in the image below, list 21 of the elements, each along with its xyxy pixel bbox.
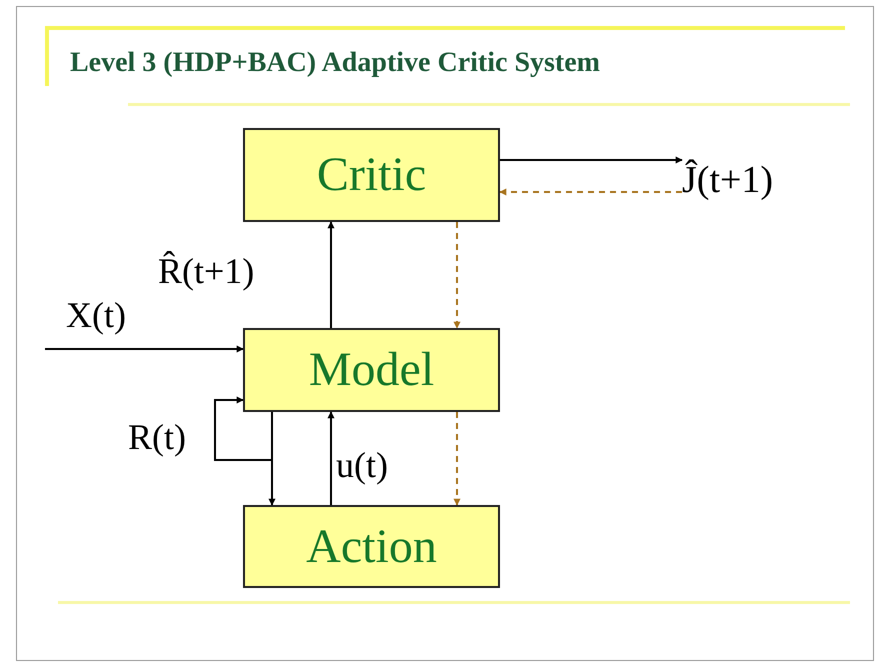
- edge-label: R̂(t+1): [158, 252, 254, 292]
- arrow: [328, 411, 334, 505]
- arrow: [499, 188, 682, 196]
- arrow: [328, 221, 334, 328]
- arrow: [454, 222, 460, 329]
- process-box: [243, 128, 500, 222]
- box-label: Model: [308, 346, 434, 394]
- arrow: [454, 412, 460, 506]
- process-box: [243, 505, 500, 588]
- arrow: [268, 412, 276, 506]
- edge-label: X(t): [66, 296, 126, 336]
- arrow: [45, 346, 244, 352]
- box-label: Critic: [316, 151, 426, 199]
- edge-label: u(t): [336, 446, 388, 486]
- title: Level 3 (HDP+BAC) Adaptive Critic System: [70, 46, 600, 80]
- output-label: Ĵ(t+1): [682, 161, 774, 199]
- process-box: [243, 328, 500, 412]
- box-label: Action: [306, 522, 437, 570]
- arrow: [500, 156, 683, 164]
- arrow: [214, 396, 273, 461]
- edge-label: R(t): [128, 418, 186, 458]
